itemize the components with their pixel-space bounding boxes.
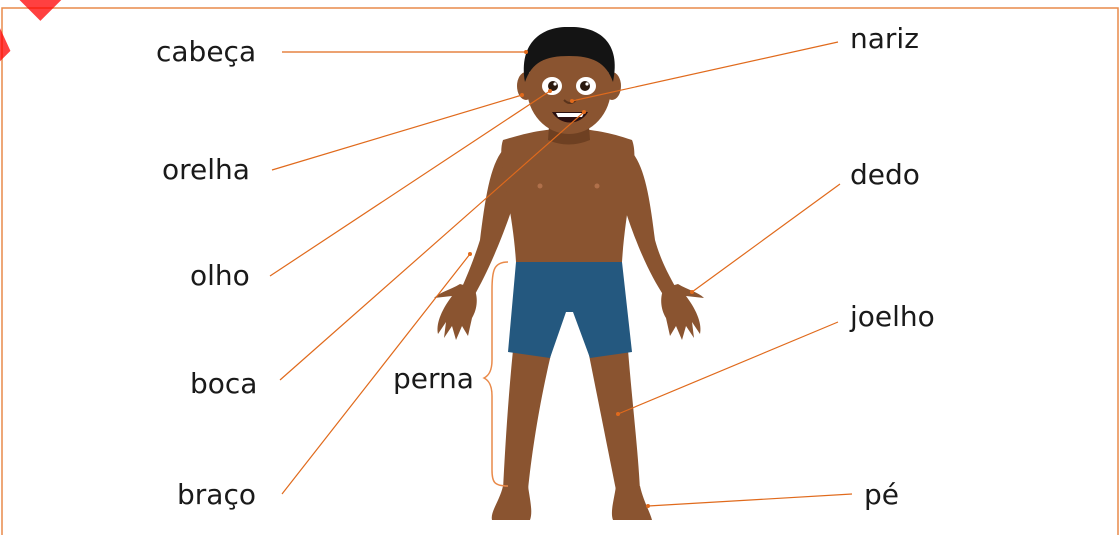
label-perna: perna (393, 365, 474, 393)
left-leg (503, 350, 552, 490)
label-olho: olho (190, 262, 250, 290)
label-pe: pé (864, 481, 899, 509)
right-foot (612, 486, 652, 520)
label-cabeca: cabeça (156, 38, 256, 66)
leader-orelha (272, 95, 522, 170)
perna-brace (484, 262, 508, 486)
boy-figure (434, 27, 704, 520)
label-joelho: joelho (850, 303, 935, 331)
left-foot (492, 486, 532, 520)
label-dedo: dedo (850, 161, 920, 189)
right-leg (588, 350, 640, 490)
leader-joelho (618, 322, 838, 414)
label-nariz: nariz (850, 25, 919, 53)
leader-pe (648, 494, 852, 506)
label-orelha: orelha (162, 156, 250, 184)
label-braco: braço (177, 481, 256, 509)
leader-dedo (692, 184, 840, 292)
torso (501, 128, 634, 262)
shorts (508, 262, 632, 358)
label-boca: boca (190, 370, 257, 398)
right-hand (661, 284, 704, 340)
